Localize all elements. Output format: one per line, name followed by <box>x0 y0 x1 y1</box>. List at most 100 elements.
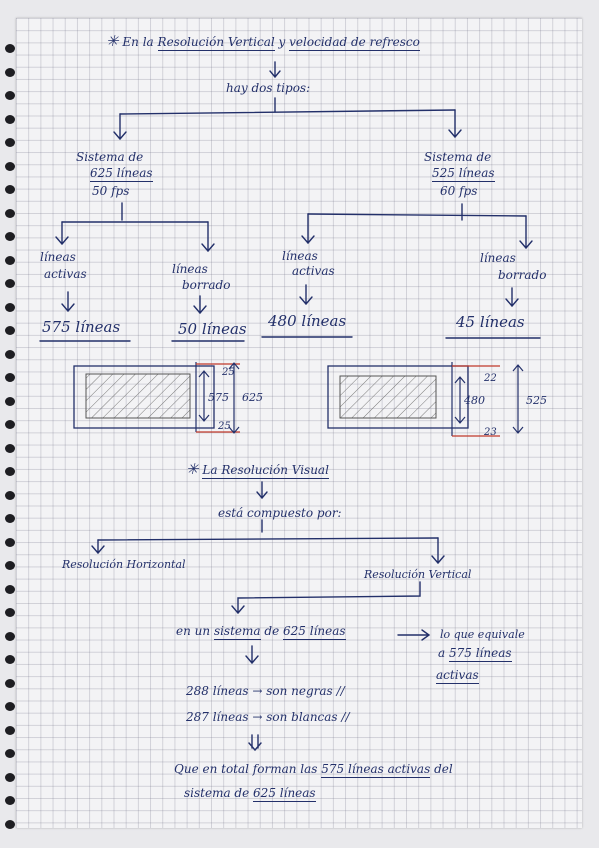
arrow-down-icon <box>519 215 533 250</box>
horizontal-resolution: Resolución Horizontal <box>62 558 186 571</box>
arrow-down-icon <box>245 645 259 665</box>
system-625-line1: Sistema de <box>76 150 144 164</box>
binder-hole <box>5 302 15 312</box>
binder-hole <box>5 584 15 594</box>
system-sentence: en un sistema de 625 líneas <box>176 624 346 640</box>
binder-hole <box>5 67 15 77</box>
diagram-525-total: 525 <box>526 394 547 407</box>
binder-hole <box>5 608 15 617</box>
arrow-down-icon <box>61 291 75 313</box>
system-525-line2: 525 líneas <box>432 166 495 182</box>
binder-hole <box>5 279 15 288</box>
black-lines: 288 líneas → son negras // <box>186 684 345 698</box>
equivalence-2: a 575 líneas <box>438 646 512 662</box>
binder-hole <box>5 443 15 453</box>
diagram-525-middle: 480 <box>464 394 485 407</box>
arrow-down-icon <box>201 221 215 253</box>
diagram-625-bottom: 25 <box>218 421 231 432</box>
binder-hole <box>5 819 15 829</box>
diagram-625-total: 625 <box>242 391 263 404</box>
active-value-625: 575 líneas <box>42 318 121 336</box>
binder-hole <box>5 373 15 382</box>
heading: ✳ En la Resolución Vertical y velocidad … <box>106 32 420 51</box>
star-icon: ✳ <box>186 460 199 478</box>
tree-lines <box>39 61 541 752</box>
binder-hole <box>5 631 15 641</box>
tree-branch-525 <box>307 203 527 221</box>
diagram-525-bottom: 23 <box>484 427 497 438</box>
blank-value-625: 50 líneas <box>178 320 247 338</box>
diagram-525 <box>327 362 524 437</box>
binder-hole <box>5 490 15 500</box>
binder-hole <box>5 396 15 406</box>
binder-hole <box>5 138 15 147</box>
arrow-down-icon <box>431 537 445 565</box>
notebook-page <box>16 18 582 828</box>
active-label-625-b: activas <box>44 267 87 281</box>
blank-value-525: 45 líneas <box>456 313 525 331</box>
arrow-down-icon <box>91 539 105 555</box>
active-label-625-a: líneas <box>40 250 76 264</box>
equivalence-3: activas <box>436 668 479 684</box>
composed-text: está compuesto por: <box>218 506 342 520</box>
system-525-line3: 60 fps <box>440 184 478 198</box>
blank-label-525-a: líneas <box>480 251 516 265</box>
white-lines: 287 líneas → son blancas // <box>186 710 350 724</box>
blank-label-625-a: líneas <box>172 262 208 276</box>
binder-hole <box>5 702 15 711</box>
double-arrow-icon <box>454 376 466 424</box>
system-525-line1: Sistema de <box>424 150 492 164</box>
binder-hole <box>5 326 15 335</box>
tree-branch-visual <box>97 537 439 541</box>
binder-hole <box>5 467 15 476</box>
blank-label-625-b: borrado <box>182 278 231 292</box>
arrow-down-icon <box>193 295 207 315</box>
binder-hole <box>5 420 15 429</box>
vertical-resolution: Resolución Vertical <box>364 568 472 581</box>
diagram-625 <box>73 362 240 434</box>
double-arrow-icon <box>198 370 210 422</box>
visual-heading: ✳ La Resolución Visual <box>186 460 329 479</box>
double-arrow-down-icon <box>248 734 262 752</box>
intro-text: hay dos tipos: <box>226 81 311 95</box>
binder-hole <box>5 44 15 53</box>
binder-hole <box>5 772 15 782</box>
binder-hole <box>5 537 15 547</box>
star-icon: ✳ <box>106 32 119 50</box>
binder-hole <box>5 161 15 171</box>
tree-branch <box>119 109 456 115</box>
arrow-down-icon <box>256 481 268 500</box>
arrow-down-icon <box>448 109 462 139</box>
binder-hole <box>5 561 15 570</box>
equivalence-1: lo que equivale <box>440 628 525 641</box>
binder-hole <box>5 232 15 241</box>
binder-hole <box>5 514 15 523</box>
arrow-down-icon <box>55 221 69 246</box>
binder-hole <box>5 678 15 688</box>
binder-hole <box>5 655 15 664</box>
total-sentence-2: sistema de 625 líneas <box>184 786 316 802</box>
diagram-625-top: 25 <box>222 367 235 378</box>
diagram-625-middle: 575 <box>208 391 229 404</box>
binder-hole <box>5 114 15 124</box>
binder-hole <box>5 749 15 758</box>
binder-hole <box>5 725 15 735</box>
arrow-right-icon <box>397 629 431 641</box>
binder-hole <box>5 91 15 100</box>
double-arrow-icon <box>228 362 240 434</box>
arrow-down-icon <box>113 113 127 141</box>
system-625-line2: 625 líneas <box>90 166 153 182</box>
active-label-525-a: líneas <box>282 249 318 263</box>
arrow-down-icon <box>505 287 519 308</box>
active-value-525: 480 líneas <box>268 312 347 330</box>
binder-hole <box>5 255 15 265</box>
active-label-525-b: activas <box>292 264 335 278</box>
system-625-line3: 50 fps <box>92 184 130 198</box>
binder-hole <box>5 185 15 194</box>
arrow-down-icon <box>299 284 313 306</box>
arrow-down-icon <box>301 213 315 245</box>
arrow-down-icon <box>269 61 281 79</box>
diagram-525-top: 22 <box>484 373 497 384</box>
binder-hole <box>5 796 15 805</box>
